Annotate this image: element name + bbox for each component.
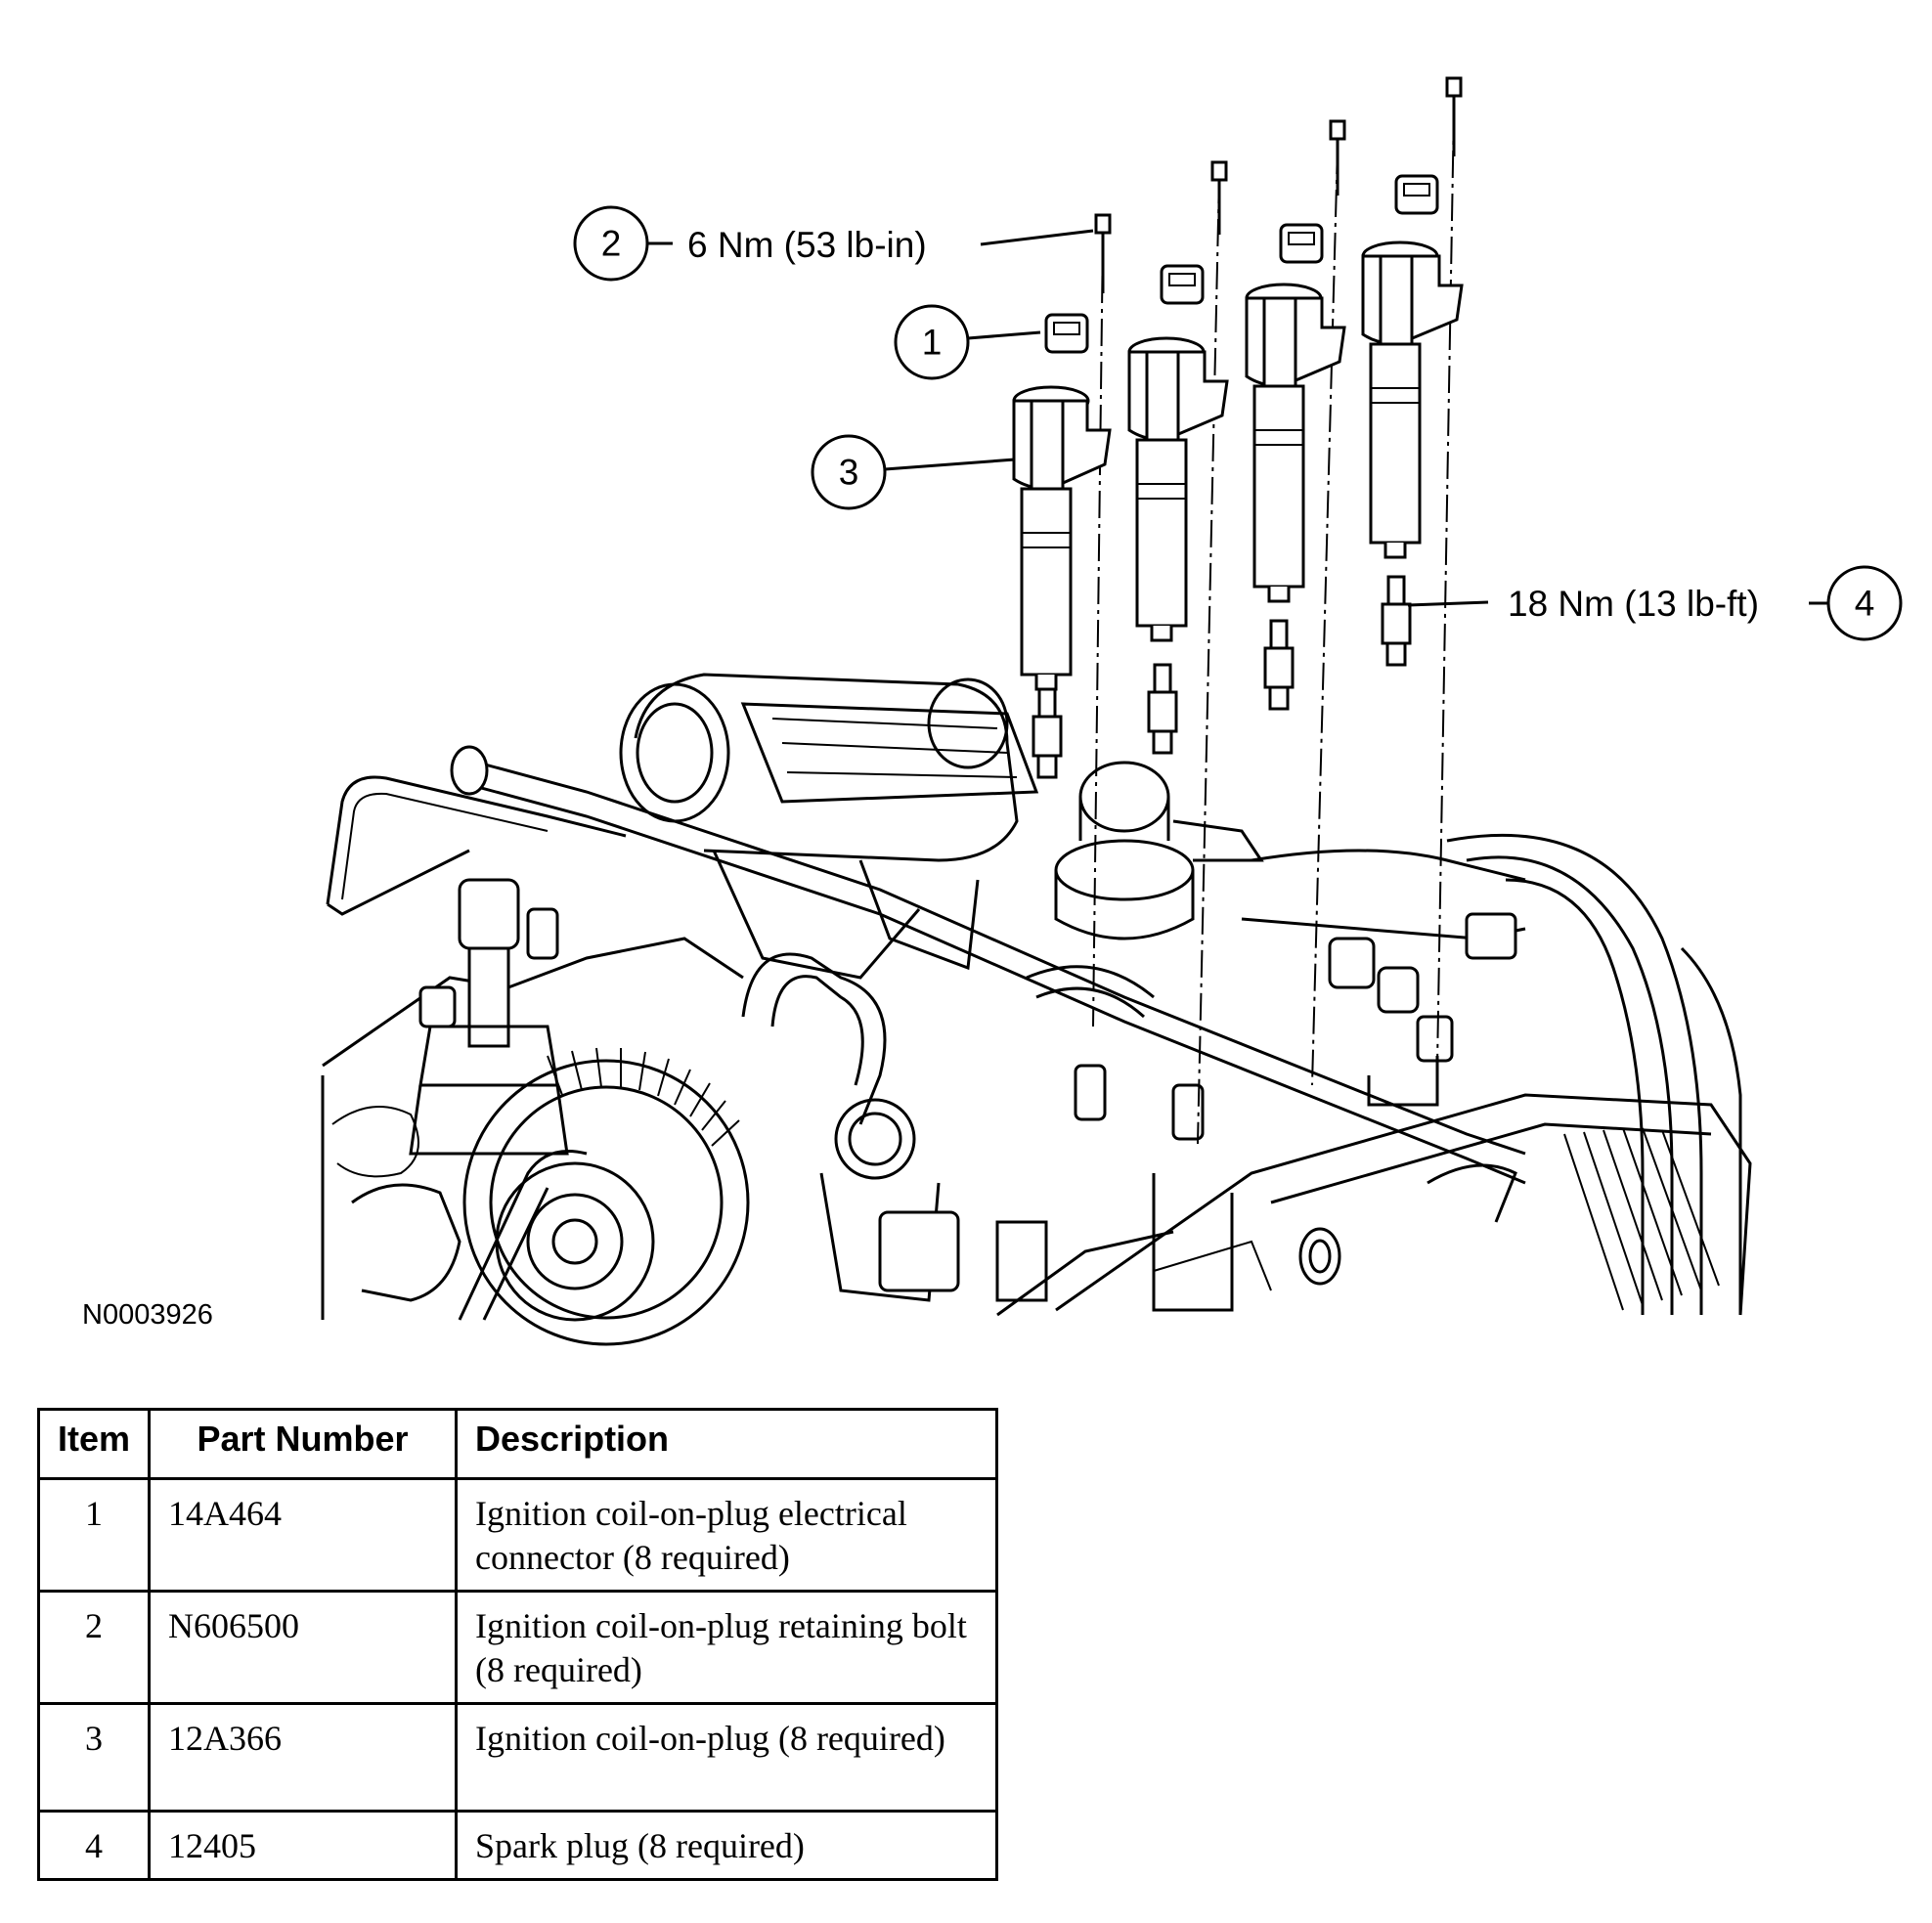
bolt-3 bbox=[1329, 119, 1346, 196]
electrical-connectors bbox=[1044, 174, 1439, 354]
leader-line bbox=[884, 458, 1016, 471]
coil-1 bbox=[1012, 385, 1112, 691]
bolt-4 bbox=[1445, 76, 1463, 156]
callout-2: 2 6 Nm (53 lb-in) bbox=[573, 205, 1094, 282]
coil-4 bbox=[1361, 240, 1464, 559]
callout-4: 18 Nm (13 lb-ft) 4 bbox=[1407, 565, 1903, 641]
torque-spec-spark-plug: 18 Nm (13 lb-ft) bbox=[1508, 584, 1759, 624]
cell-description: Ignition coil-on-plug electrical connect… bbox=[455, 1477, 998, 1593]
figure-id-code: N0003926 bbox=[82, 1299, 213, 1331]
connector-3 bbox=[1279, 223, 1324, 264]
callout-circle bbox=[894, 304, 970, 380]
table-row: 2 N606500 Ignition coil-on-plug retainin… bbox=[37, 1590, 998, 1705]
header-description: Description bbox=[455, 1408, 998, 1480]
spark-plugs bbox=[1032, 575, 1412, 779]
callout-circle bbox=[811, 434, 887, 510]
callout-number: 2 bbox=[601, 224, 622, 264]
leader-line bbox=[1407, 600, 1489, 607]
connector-2 bbox=[1160, 264, 1205, 305]
cell-part-number: 14A464 bbox=[148, 1477, 458, 1593]
coil-3 bbox=[1245, 283, 1346, 603]
retaining-bolts bbox=[1094, 76, 1463, 293]
alignment-centerlines bbox=[1092, 107, 1455, 1145]
torque-spec-bolt: 6 Nm (53 lb-in) bbox=[687, 225, 927, 265]
table-row: 4 12405 Spark plug (8 required) bbox=[37, 1810, 998, 1881]
spark-plug-4 bbox=[1381, 575, 1412, 667]
bolt-2 bbox=[1210, 160, 1228, 235]
header-part-number: Part Number bbox=[148, 1408, 458, 1480]
cell-item: 1 bbox=[37, 1477, 151, 1593]
bolt-1 bbox=[1094, 213, 1112, 293]
cell-item: 3 bbox=[37, 1702, 151, 1813]
cell-description: Ignition coil-on-plug (8 required) bbox=[455, 1702, 998, 1813]
table-row: 1 14A464 Ignition coil-on-plug electrica… bbox=[37, 1477, 998, 1593]
table-row: 3 12A366 Ignition coil-on-plug (8 requir… bbox=[37, 1702, 998, 1813]
callout-number: 1 bbox=[922, 323, 943, 363]
spark-plug-2 bbox=[1147, 663, 1178, 755]
cell-description: Spark plug (8 required) bbox=[455, 1810, 998, 1881]
parts-table: Item Part Number Description 1 14A464 Ig… bbox=[37, 1408, 998, 1881]
header-item: Item bbox=[37, 1408, 151, 1480]
coil-2 bbox=[1127, 336, 1229, 642]
callout-circle bbox=[1826, 565, 1903, 641]
cell-item: 4 bbox=[37, 1810, 151, 1881]
spark-plug-1 bbox=[1032, 687, 1063, 779]
leader-line bbox=[980, 229, 1094, 246]
cell-part-number: N606500 bbox=[148, 1590, 458, 1705]
callout-1: 1 bbox=[894, 304, 1041, 380]
cell-item: 2 bbox=[37, 1590, 151, 1705]
leader-line bbox=[967, 330, 1041, 340]
ignition-coils bbox=[1012, 240, 1464, 691]
callout-number: 3 bbox=[839, 453, 859, 493]
cell-part-number: 12A366 bbox=[148, 1702, 458, 1813]
spark-plug-3 bbox=[1263, 619, 1295, 711]
connector-1 bbox=[1044, 313, 1089, 354]
connector-4 bbox=[1394, 174, 1439, 215]
cell-part-number: 12405 bbox=[148, 1810, 458, 1881]
callout-3: 3 bbox=[811, 434, 1016, 510]
engine-assembly-illustration bbox=[321, 673, 1752, 1346]
cell-description: Ignition coil-on-plug retaining bolt (8 … bbox=[455, 1590, 998, 1705]
table-header-row: Item Part Number Description bbox=[37, 1408, 998, 1480]
callout-number: 4 bbox=[1855, 584, 1875, 624]
